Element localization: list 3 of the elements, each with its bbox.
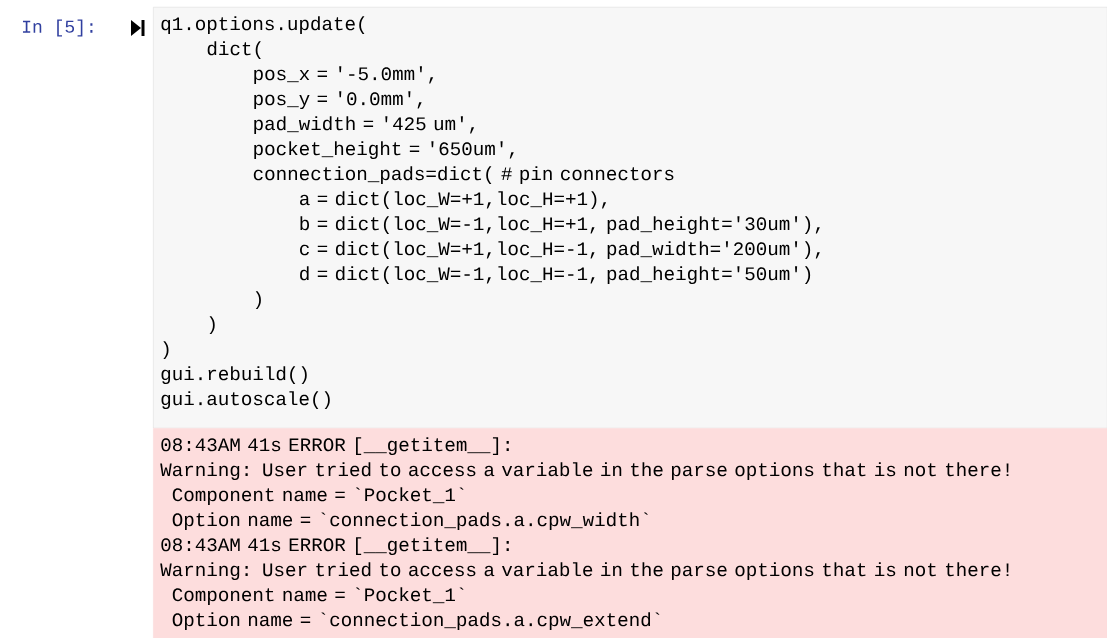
error-output: 08:43AM 41s ERROR [__getitem__]: Warning: User tried to access a variable in the parse options that is not there! Component name = `Pocket_1` Option name = `connection_pads.a.cpw_width` 08:43AM 41s ERROR [__getitem__]: Warning: User tried to access a variable in the parse options that is not there! Component name = `Pocket_1` Option name = `connection_pads.a.cpw_extend` (153, 428, 1107, 638)
code-cell: q1.options.update( dict( pos_x = '-5.0mm', pos_y = '0.0mm', pad_width = '425 um', pocket_height = '650um', connection_pads=dict( # pin connectors a = dict(loc_W=+1,loc_H=+1), b = dict(loc_W=-1,loc_H=+1, pad_height='30um'), c = dict(loc_W=+1,loc_H=-1, pad_width='200um'), d = dict(loc_W=-1,loc_H=-1, pad_height='50um') ) ) ) gui.rebuild() gui.autoscale() (153, 7, 1107, 429)
input-prompt: In [5]: (23, 19, 93, 37)
